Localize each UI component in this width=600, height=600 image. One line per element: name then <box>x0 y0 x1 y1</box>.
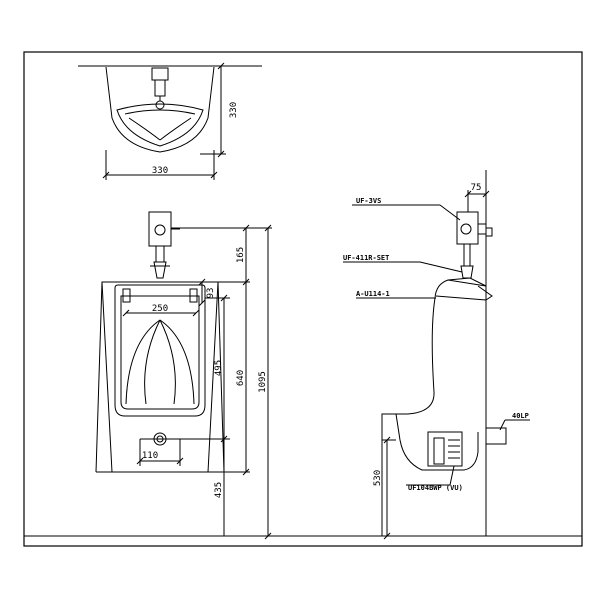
front-inner-width-dim: 250 <box>152 304 168 314</box>
front-total-height-dim: 1095 <box>258 371 268 393</box>
front-valve-body <box>148 211 172 247</box>
front-bowl <box>114 284 206 417</box>
front-outlet-width-dim: 110 <box>142 451 158 461</box>
side-hanger-label: A-U114-1 <box>356 290 390 298</box>
front-bowl-height-dim: 495 <box>214 360 224 376</box>
top-view-depth-dim: 330 <box>229 102 239 118</box>
front-view <box>24 211 582 540</box>
side-valve-label: UF-3VS <box>356 197 381 205</box>
side-outlet-pipe <box>485 427 507 445</box>
side-offset-dim: 75 <box>471 183 482 193</box>
side-trap <box>395 413 479 471</box>
top-view-width-dim: 330 <box>152 166 168 176</box>
side-spreader-label: UF-411R-SET <box>343 254 389 262</box>
front-body-height-dim: 640 <box>236 370 246 386</box>
top-view-bowl <box>116 103 204 147</box>
top-view-outline <box>105 66 215 153</box>
side-valve-body <box>456 211 479 245</box>
front-spreader <box>153 261 167 279</box>
side-hanger <box>477 285 493 301</box>
side-outlet-label: 40LP <box>512 412 529 420</box>
front-valve-height-dim: 165 <box>236 247 246 263</box>
drawing-frame <box>23 51 583 547</box>
side-body-outline <box>381 279 487 536</box>
side-trap-label: UF104BWP (VU) <box>408 484 463 492</box>
front-floor-height-dim: 435 <box>214 482 224 498</box>
front-top-inner-dim: 93 <box>206 288 216 299</box>
top-view-valve <box>151 67 169 81</box>
side-view <box>343 170 530 540</box>
top-view-drain <box>155 100 165 110</box>
top-view <box>78 62 262 180</box>
front-valve-button <box>154 224 166 236</box>
side-outlet-height-dim: 530 <box>373 470 383 486</box>
